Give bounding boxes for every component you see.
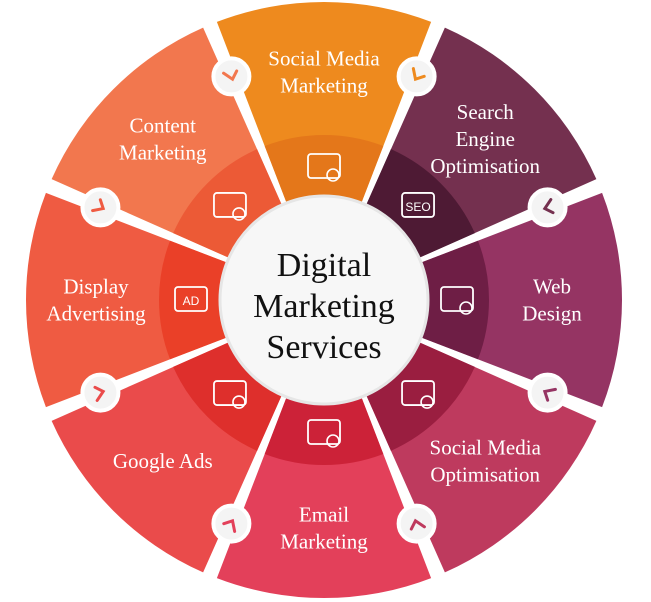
web-megaphone-gear-icon bbox=[307, 153, 341, 182]
segment-label-line: Email bbox=[299, 503, 349, 527]
chevron-icon bbox=[222, 69, 239, 82]
segment-label-line: Social Media bbox=[268, 47, 380, 71]
icon-text: AD bbox=[183, 294, 200, 308]
chevron-knob bbox=[211, 56, 252, 97]
segment-inner bbox=[173, 340, 284, 451]
segment-label-line: Search bbox=[457, 100, 515, 124]
chevron-icon bbox=[91, 198, 106, 213]
google-ads-icon bbox=[213, 380, 247, 409]
chevron-knob bbox=[527, 372, 568, 413]
chevron-icon bbox=[93, 385, 106, 402]
segment-label-line: Advertising bbox=[46, 302, 146, 326]
chevron-knob bbox=[396, 56, 437, 97]
icon-text: SEO bbox=[405, 200, 430, 214]
segment-label-line: Display bbox=[63, 275, 129, 299]
segment-inner bbox=[417, 240, 489, 360]
segment-inner bbox=[264, 393, 384, 465]
content-megaphone-icon bbox=[213, 192, 247, 221]
segment-inner bbox=[159, 240, 231, 360]
chevron-icon bbox=[542, 198, 555, 215]
chevron-knob bbox=[211, 503, 252, 544]
segment-label-line: Design bbox=[522, 302, 582, 326]
segment-inner bbox=[364, 340, 475, 451]
chevron-knob bbox=[527, 187, 568, 228]
chevron-knob bbox=[80, 372, 121, 413]
seo-monitor-icon: SEO bbox=[401, 192, 435, 218]
chevron-icon bbox=[542, 387, 557, 402]
segment-label-line: Engine bbox=[455, 127, 514, 151]
segment-label-line: Social Media bbox=[430, 436, 542, 460]
chevron-icon bbox=[409, 518, 426, 531]
segment-label-line: Marketing bbox=[280, 74, 368, 98]
chevron-knob bbox=[396, 503, 437, 544]
chevron-icon bbox=[411, 67, 426, 82]
segment-inner bbox=[173, 149, 284, 260]
center-circle bbox=[218, 194, 430, 406]
segment-label-line: Optimisation bbox=[430, 154, 540, 178]
code-window-gear-icon bbox=[440, 286, 474, 315]
chevron-icon bbox=[222, 518, 237, 533]
ad-board-icon: AD bbox=[174, 286, 208, 312]
chevron-knob bbox=[80, 187, 121, 228]
segment-inner bbox=[264, 135, 384, 207]
segment-label-line: Content bbox=[130, 113, 197, 137]
segment-label-line: Marketing bbox=[280, 530, 368, 554]
segment-inner bbox=[364, 149, 475, 260]
social-gear-icon bbox=[401, 380, 435, 409]
center-title-line-1: Digital bbox=[277, 247, 371, 284]
envelope-megaphone-icon bbox=[307, 419, 341, 448]
segment-label-line: Optimisation bbox=[430, 463, 540, 487]
center-title-line-3: Services bbox=[266, 329, 381, 366]
segment-label-line: Marketing bbox=[119, 140, 207, 164]
center-title-line-2: Marketing bbox=[253, 288, 395, 325]
segment-label-line: Web bbox=[533, 275, 571, 299]
segment-label-line: Google Ads bbox=[113, 449, 213, 473]
